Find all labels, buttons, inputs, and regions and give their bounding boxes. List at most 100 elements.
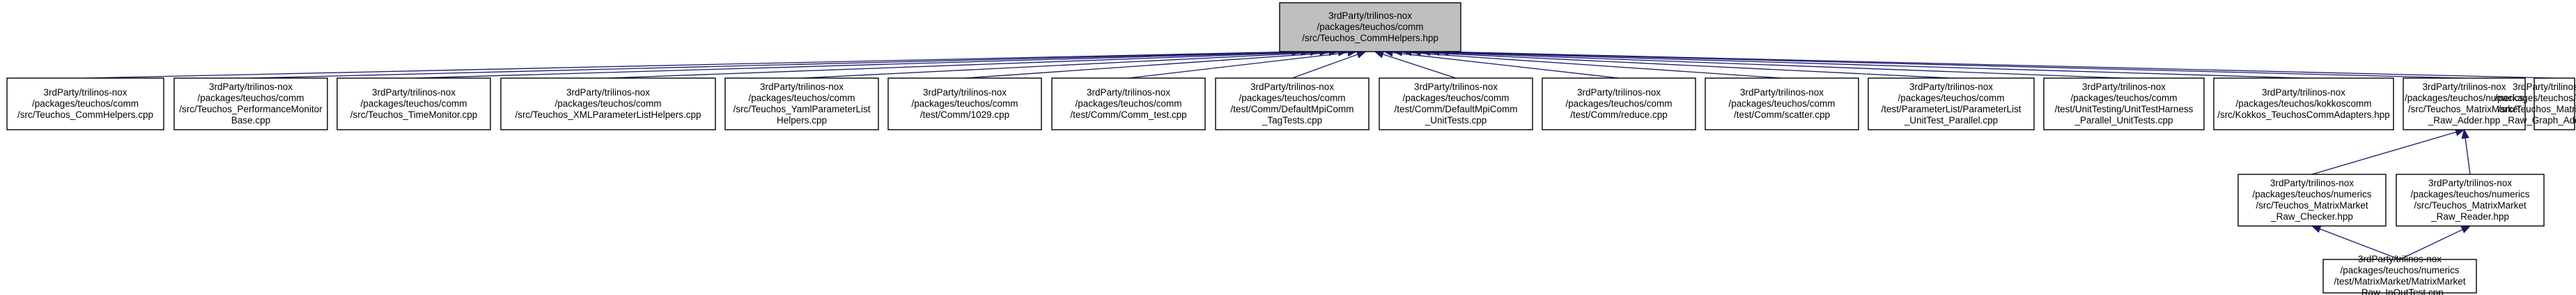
arrowhead xyxy=(2460,225,2472,234)
node-label-line: 3rdParty/trilinos-nox xyxy=(372,87,456,98)
node-box xyxy=(2534,77,2575,130)
file-node[interactable]: 3rdParty/trilinos-nox/packages/teuchos/n… xyxy=(2237,174,2387,227)
node-label-line: /test/Comm/reduce.cpp xyxy=(1570,109,1668,120)
node-label-line: /packages/teuchos/comm xyxy=(1317,22,1423,32)
arrowhead xyxy=(2461,128,2469,139)
dependency-edge xyxy=(250,51,1302,79)
node-label-line: /src/Teuchos_XMLParameterListHelpers.cpp xyxy=(515,109,701,120)
dependency-edge xyxy=(1392,52,1620,79)
node-label-line: /packages/teuchos/comm xyxy=(197,93,304,103)
arrowhead xyxy=(2311,225,2322,233)
dependency-edge xyxy=(1438,51,2465,79)
edges-layer xyxy=(85,47,2555,260)
node-label-line: /packages/teuchos/comm xyxy=(1239,93,1345,103)
node-label-line: /src/Teuchos_MatrixMarket xyxy=(2256,200,2368,211)
file-node[interactable]: 3rdParty/trilinos-nox/packages/teuchos/c… xyxy=(2043,77,2205,130)
dependency-edge xyxy=(1420,51,2125,79)
file-node[interactable]: 3rdParty/trilinos-nox/packages/teuchos/n… xyxy=(2322,254,2477,295)
node-box xyxy=(336,77,491,130)
node-label-line: /packages/teuchos/comm xyxy=(1898,93,2004,103)
node-box xyxy=(173,77,328,130)
file-node[interactable]: 3rdParty/trilinos-nox/packages/teuchos/c… xyxy=(500,77,716,130)
node-label-line: _Raw_Adder.hpp xyxy=(2428,115,2501,126)
node-label-line: /src/Teuchos_CommHelpers.cpp xyxy=(17,109,153,120)
file-node[interactable]: 3rdParty/trilinos-nox/packages/teuchos/c… xyxy=(724,77,879,130)
node-label-line: 3rdParty/trilinos-nox xyxy=(1087,87,1170,98)
node-label-line: /src/Teuchos_MatrixMarket xyxy=(2414,200,2527,211)
node-box xyxy=(1542,77,1696,130)
node-label-line: /test/Comm/scatter.cpp xyxy=(1734,109,1830,120)
node-label-line: /test/ParameterList/ParameterList xyxy=(1881,104,2021,114)
node-label-line: Base.cpp xyxy=(231,115,270,126)
dependency-edge xyxy=(85,51,1293,79)
file-node[interactable]: 3rdParty/trilinos-nox/packages/teuchos/c… xyxy=(1379,77,1533,130)
node-label-line: 3rdParty/trilinos-nox xyxy=(2082,82,2166,92)
dependency-edge xyxy=(964,52,1339,79)
node-label-line: 3rdParty/trilinos-nox xyxy=(2513,82,2576,92)
node-label-line: /test/UnitTesting/UnitTestHarness xyxy=(2055,104,2194,114)
node-box xyxy=(1051,77,1206,130)
file-node[interactable]: 3rdParty/trilinos-nox/packages/teuchos/c… xyxy=(336,77,491,130)
node-label-line: 3rdParty/trilinos-nox xyxy=(2358,254,2442,264)
node-label-line: _UnitTests.cpp xyxy=(1425,115,1487,126)
node-label-line: /src/Teuchos_MatrixMarket xyxy=(2498,104,2576,114)
file-node[interactable]: 3rdParty/trilinos-nox/packages/teuchos/k… xyxy=(2213,77,2394,130)
node-label-line: /packages/teuchos/numerics xyxy=(2494,93,2576,103)
node-label-line: 3rdParty/trilinos-nox xyxy=(1909,82,1993,92)
file-node[interactable]: 3rdParty/trilinos-nox/packages/teuchos/c… xyxy=(1051,77,1206,130)
node-label-line: _Raw_Reader.hpp xyxy=(2430,211,2509,222)
dependency-edge xyxy=(1411,51,1952,79)
file-node[interactable]: 3rdParty/trilinos-nox/packages/teuchos/c… xyxy=(1705,77,1859,130)
node-label-line: /packages/teuchos/kokkoscomm xyxy=(2235,98,2371,109)
node-label-line: _Parallel_UnitTests.cpp xyxy=(2074,115,2173,126)
node-label-line: 3rdParty/trilinos-nox xyxy=(1414,82,1498,92)
node-label-line: /src/Teuchos_YamlParameterList xyxy=(733,104,870,114)
root-file-node[interactable]: 3rdParty/trilinos-nox/packages/teuchos/c… xyxy=(1279,2,1461,52)
node-label-line: /packages/teuchos/comm xyxy=(1565,98,1672,109)
node-label-line: 3rdParty/trilinos-nox xyxy=(1740,87,1824,98)
file-node[interactable]: 3rdParty/trilinos-nox/packages/teuchos/c… xyxy=(173,77,328,130)
node-label-line: /test/Comm/1029.cpp xyxy=(920,109,1009,120)
node-box xyxy=(1868,77,2035,130)
node-label-line: 3rdParty/trilinos-nox xyxy=(923,87,1007,98)
node-label-line: /test/Comm/DefaultMpiComm xyxy=(1230,104,1353,114)
node-label-line: /src/Teuchos_PerformanceMonitor xyxy=(179,104,323,114)
node-label-line: 3rdParty/trilinos-nox xyxy=(760,82,844,92)
node-label-line: /packages/teuchos/numerics xyxy=(2405,93,2524,103)
node-label-line: /src/Kokkos_TeuchosCommAdapters.hpp xyxy=(2217,109,2390,120)
node-label-line: 3rdParty/trilinos-nox xyxy=(566,87,650,98)
dependency-edge xyxy=(2311,131,2457,175)
dependency-edge xyxy=(413,51,1311,79)
node-label-line: /packages/teuchos/comm xyxy=(911,98,1018,109)
node-label-line: 3rdParty/trilinos-nox xyxy=(1577,87,1661,98)
dependency-edge xyxy=(1382,54,1457,79)
node-box xyxy=(2403,77,2526,130)
node-box xyxy=(1379,77,1533,130)
dependency-edge xyxy=(1448,51,2555,79)
file-node[interactable]: 3rdParty/trilinos-nox/packages/teuchos/n… xyxy=(2403,77,2526,130)
file-node[interactable]: 3rdParty/trilinos-nox/packages/teuchos/n… xyxy=(2396,174,2545,227)
dependency-edge xyxy=(1291,54,1358,79)
file-node[interactable]: 3rdParty/trilinos-nox/packages/teuchos/c… xyxy=(1542,77,1696,130)
node-label-line: 3rdParty/trilinos-nox xyxy=(2270,178,2354,188)
node-label-line: 3rdParty/trilinos-nox xyxy=(43,87,127,98)
node-label-line: /packages/teuchos/numerics xyxy=(2252,189,2371,199)
node-box xyxy=(2043,77,2205,130)
node-label-line: /src/Teuchos_MatrixMarket xyxy=(2408,104,2521,114)
file-node[interactable]: 3rdParty/trilinos-nox/packages/teuchos/c… xyxy=(887,77,1042,130)
file-node[interactable]: 3rdParty/trilinos-nox/packages/teuchos/c… xyxy=(1215,77,1370,130)
node-label-line: /packages/teuchos/numerics xyxy=(2340,265,2459,275)
node-label-line: /packages/teuchos/comm xyxy=(1728,98,1835,109)
node-label-line: /test/Comm/DefaultMpiComm xyxy=(1394,104,1517,114)
dependency-edge xyxy=(607,51,1321,79)
file-node[interactable]: 3rdParty/trilinos-nox/packages/teuchos/c… xyxy=(1868,77,2035,130)
node-box xyxy=(1705,77,1859,130)
node-label-line: 3rdParty/trilinos-nox xyxy=(1250,82,1334,92)
file-node[interactable]: 3rdParty/trilinos-nox/packages/teuchos/n… xyxy=(2494,77,2576,130)
node-label-line: 3rdParty/trilinos-nox xyxy=(2262,87,2345,98)
file-node[interactable]: 3rdParty/trilinos-nox/packages/teuchos/c… xyxy=(6,77,164,130)
node-label-line: 3rdParty/trilinos-nox xyxy=(2422,82,2506,92)
node-label-line: _TagTests.cpp xyxy=(1262,115,1322,126)
node-box xyxy=(887,77,1042,130)
